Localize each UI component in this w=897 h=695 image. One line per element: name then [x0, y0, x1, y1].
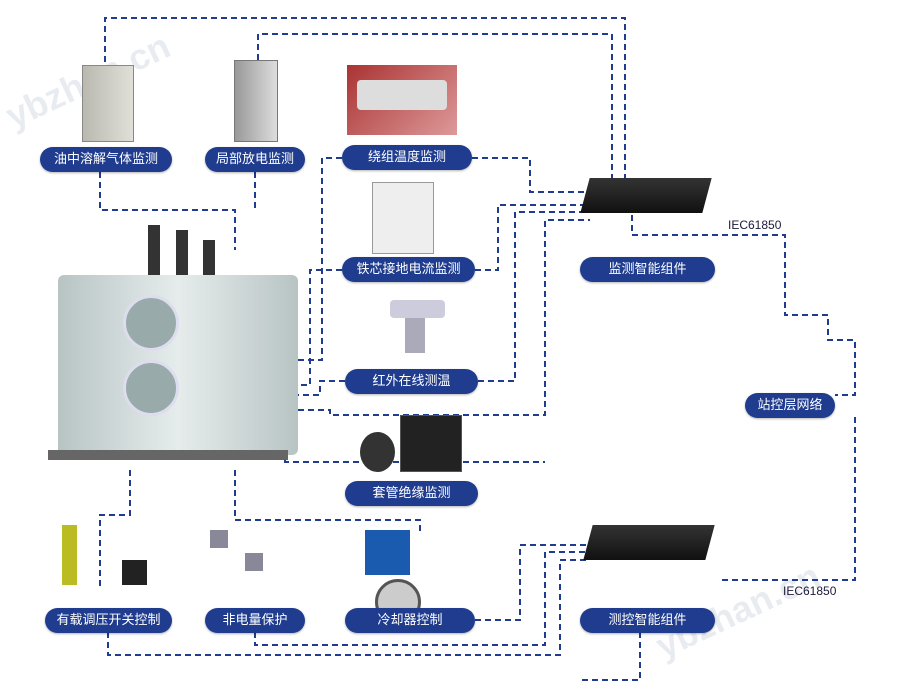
label-bushing-insulation: 套管绝缘监测: [345, 481, 478, 506]
monitoring-ied-device-image: [580, 178, 712, 213]
label-dga-monitoring: 油中溶解气体监测: [40, 147, 172, 172]
label-infrared-temperature: 红外在线测温: [345, 369, 478, 394]
label-control-ied: 测控智能组件: [580, 608, 715, 633]
bushing-monitor-image: [360, 415, 465, 475]
control-ied-device-image: [583, 525, 715, 560]
label-oltc-control: 有载调压开关控制: [45, 608, 172, 633]
non-electrical-protection-image: [205, 525, 305, 590]
core-current-monitor-image: [372, 182, 434, 254]
infrared-camera-image: [390, 300, 445, 355]
label-cooler-control: 冷却器控制: [345, 608, 475, 633]
label-winding-temperature: 绕组温度监测: [342, 145, 472, 170]
oltc-controller-image: [62, 525, 157, 585]
protocol-label-top: IEC61850: [728, 218, 782, 232]
label-core-ground-current: 铁芯接地电流监测: [342, 257, 475, 282]
power-transformer-image: [48, 225, 298, 470]
label-non-electrical-protection: 非电量保护: [205, 608, 305, 633]
winding-temperature-device-image: [347, 65, 457, 135]
protocol-label-bottom: IEC61850: [783, 584, 837, 598]
label-pd-monitoring: 局部放电监测: [205, 147, 305, 172]
label-station-network: 站控层网络: [745, 393, 835, 418]
label-monitoring-ied: 监测智能组件: [580, 257, 715, 282]
dga-monitor-cabinet-image: [82, 65, 134, 142]
pd-monitor-cabinet-image: [234, 60, 278, 142]
cooler-controller-image: [365, 530, 465, 625]
